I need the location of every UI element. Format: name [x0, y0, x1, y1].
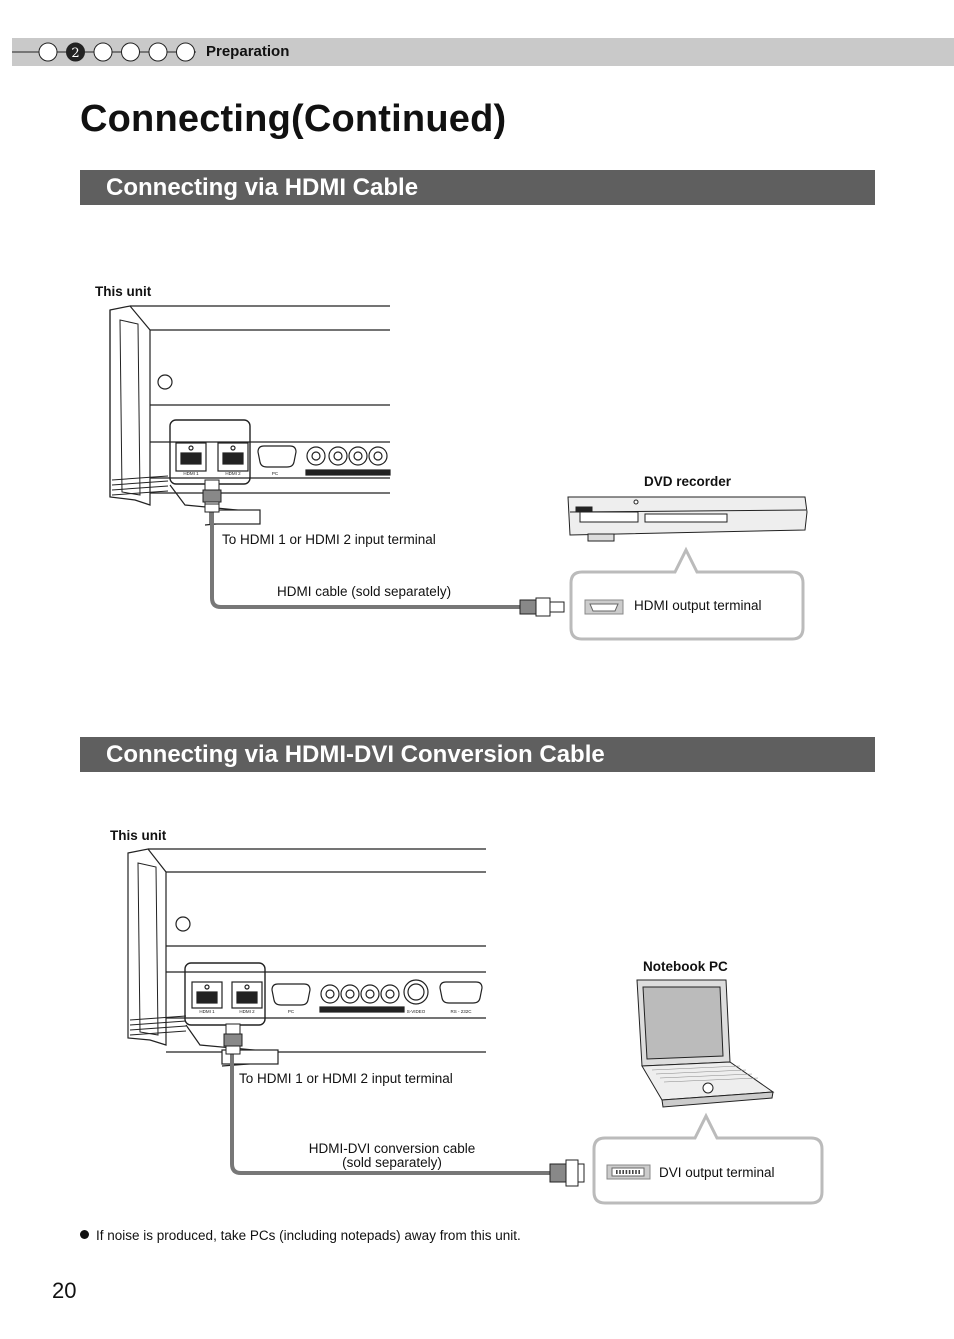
chapter-step	[176, 42, 195, 62]
output-terminal-callout-2	[592, 1112, 824, 1205]
input-terminal-label-2: To HDMI 1 or HDMI 2 input terminal	[239, 1071, 453, 1086]
port-label: Cb/Pb	[332, 471, 345, 476]
port-label: HDMI 2	[225, 471, 241, 476]
notebook-pc-label: Notebook PC	[643, 959, 728, 974]
notebook-pc-image	[636, 979, 775, 1108]
dvi-pin	[635, 1170, 637, 1174]
output-terminal-callout-1	[569, 546, 805, 641]
dvi-pin	[616, 1170, 618, 1174]
hdmi-cable-label: HDMI cable (sold separately)	[277, 584, 452, 599]
bullet-icon	[80, 1230, 89, 1239]
dvi-pin	[619, 1170, 621, 1174]
chapter-step-indicator: 2	[12, 42, 196, 62]
port-label: RS - 232C	[450, 1009, 472, 1014]
hdmi-cable	[202, 479, 565, 617]
note-text: If noise is produced, take PCs (includin…	[96, 1228, 521, 1243]
port-label: Y	[314, 471, 317, 476]
hdmi-dvi-cable-label-line2: (sold separately)	[342, 1155, 442, 1170]
projector-rear-panel-1	[109, 305, 391, 526]
chapter-step-number: 2	[71, 46, 79, 61]
dvi-pin	[632, 1170, 634, 1174]
port-label: HDMI 1	[183, 471, 199, 476]
port-label: PC	[288, 1009, 295, 1014]
projector-rear-panel-2	[127, 848, 486, 1067]
note: If noise is produced, take PCs (includin…	[80, 1228, 521, 1243]
hdmi-dvi-cable-label-line1: HDMI-DVI conversion cable	[308, 1141, 476, 1156]
chapter-step	[148, 42, 168, 62]
port-label: Cr/Pr	[353, 471, 364, 476]
chapter-step	[93, 42, 113, 62]
chapter-step-active	[66, 42, 85, 62]
hdmi-dvi-cable	[223, 1023, 585, 1187]
dvi-pin	[622, 1170, 624, 1174]
port-label: S-VIDEO	[407, 1009, 426, 1014]
section-label: Preparation	[206, 43, 290, 60]
dvi-section-heading: Connecting via HDMI-DVI Conversion Cable	[80, 737, 875, 772]
port-label: HDMI 1	[199, 1009, 215, 1014]
port-label: PC	[272, 471, 279, 476]
dvi-output-terminal-label: DVI output terminal	[659, 1165, 775, 1180]
dvi-pin	[628, 1170, 631, 1174]
chapter-step	[121, 42, 140, 62]
rear-panel-port-labels-1: HDMI 1 HDMI 2 PC Y Cb/Pb Cr/Pr VIDEO	[183, 471, 385, 476]
chapter-step	[38, 42, 58, 62]
dvi-port-icon	[606, 1164, 651, 1180]
dvd-recorder-label: DVD recorder	[644, 474, 732, 489]
rear-panel-port-labels-2: HDMI 1 HDMI 2 PC S-VIDEO RS - 232C	[199, 1009, 472, 1014]
hdmi-dvi-cable-label: HDMI-DVI conversion cable (sold separate…	[292, 1142, 492, 1170]
port-label: VIDEO	[371, 471, 386, 476]
dvi-pin	[625, 1170, 628, 1174]
hdmi-output-terminal-label: HDMI output terminal	[634, 598, 762, 613]
port-label: HDMI 2	[239, 1009, 255, 1014]
page-title: Connecting(Continued)	[80, 98, 507, 140]
this-unit-label-2: This unit	[110, 828, 167, 843]
input-terminal-label-1: To HDMI 1 or HDMI 2 input terminal	[222, 532, 436, 547]
page-number: 20	[52, 1278, 77, 1303]
this-unit-label-1: This unit	[95, 284, 152, 299]
dvd-recorder-image	[567, 496, 808, 542]
dvi-pin	[638, 1170, 640, 1174]
hdmi-section-heading: Connecting via HDMI Cable	[80, 170, 875, 205]
hdmi-port-icon	[584, 599, 624, 615]
